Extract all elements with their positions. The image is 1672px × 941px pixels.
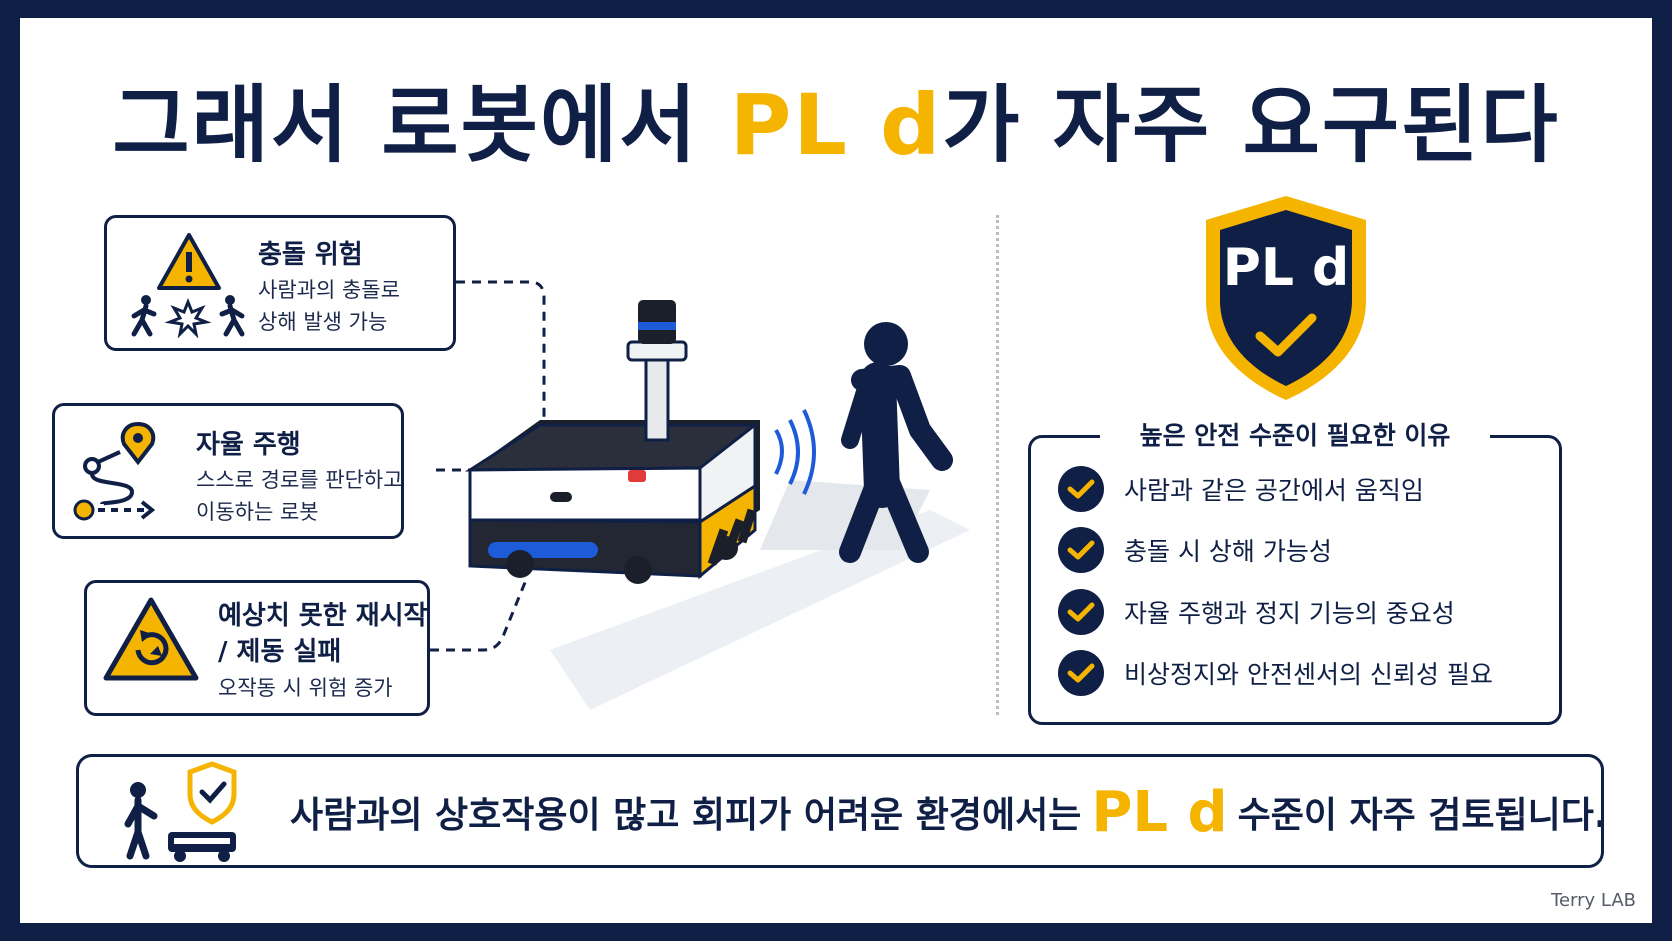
reason-item: 충돌 시 상해 가능성	[1058, 527, 1332, 573]
reasons-heading: 높은 안전 수준이 필요한 이유	[1100, 416, 1490, 452]
check-icon	[1058, 466, 1104, 512]
reason-item: 비상정지와 안전센서의 신뢰성 필요	[1058, 650, 1493, 696]
summary-highlight: PL d	[1091, 780, 1228, 845]
collision-card-title: 충돌 위험	[258, 240, 363, 270]
reason-text: 사람과 같은 공간에서 움직임	[1124, 476, 1424, 505]
reason-text: 자율 주행과 정지 기능의 중요성	[1124, 599, 1455, 628]
summary-bar	[76, 754, 1604, 868]
page-title: 그래서 로봇에서 PL d가 자주 요구된다	[0, 58, 1672, 179]
unexpected-restart-card	[84, 580, 430, 716]
collision-card-line1: 사람과의 충돌로	[258, 278, 400, 302]
autonomous-card-line2: 이동하는 로봇	[196, 500, 319, 524]
summary-before: 사람과의 상호작용이 많고 회피가 어려운 환경에서는	[290, 795, 1082, 836]
route-icon	[73, 421, 156, 521]
autonomous-driving-card	[52, 403, 404, 539]
shield-label: PL d	[1222, 238, 1350, 298]
footer-credit: Terry LAB	[1551, 890, 1636, 911]
collision-card-desc: 사람과의 충돌로 상해 발생 가능	[258, 274, 400, 338]
people-collision-icon	[131, 295, 245, 338]
restart-card-title-line2: / 제동 실패	[218, 637, 342, 667]
check-icon	[1058, 527, 1104, 573]
restart-card-title: 예상치 못한 재시작 / 제동 실패	[218, 598, 427, 670]
section-divider	[996, 215, 999, 715]
title-after: 가 자주 요구된다	[942, 76, 1560, 174]
autonomous-card-desc: 스스로 경로를 판단하고 이동하는 로봇	[196, 464, 403, 528]
reason-item: 자율 주행과 정지 기능의 중요성	[1058, 589, 1455, 635]
check-icon	[1058, 650, 1104, 696]
restart-card-line1: 오작동 시 위험 증가	[218, 676, 393, 700]
restart-card-title-line1: 예상치 못한 재시작	[218, 601, 428, 631]
reason-text: 비상정지와 안전센서의 신뢰성 필요	[1124, 660, 1493, 689]
robot-scene-illustration	[430, 280, 970, 710]
restart-warning-icon	[103, 597, 199, 681]
title-highlight: PL d	[729, 76, 943, 174]
reason-text: 충돌 시 상해 가능성	[1124, 537, 1332, 566]
autonomous-card-line1: 스스로 경로를 판단하고	[196, 468, 403, 492]
autonomous-card-title: 자율 주행	[196, 430, 301, 460]
shield-icon	[1206, 196, 1366, 400]
title-before: 그래서 로봇에서	[112, 76, 730, 174]
warning-icon	[157, 233, 221, 290]
summary-after: 수준이 자주 검토됩니다.	[1237, 795, 1608, 836]
reason-item: 사람과 같은 공간에서 움직임	[1058, 466, 1424, 512]
collision-card-line2: 상해 발생 가능	[258, 310, 388, 334]
check-icon	[1058, 589, 1104, 635]
person-robot-shield-icon	[124, 761, 237, 862]
